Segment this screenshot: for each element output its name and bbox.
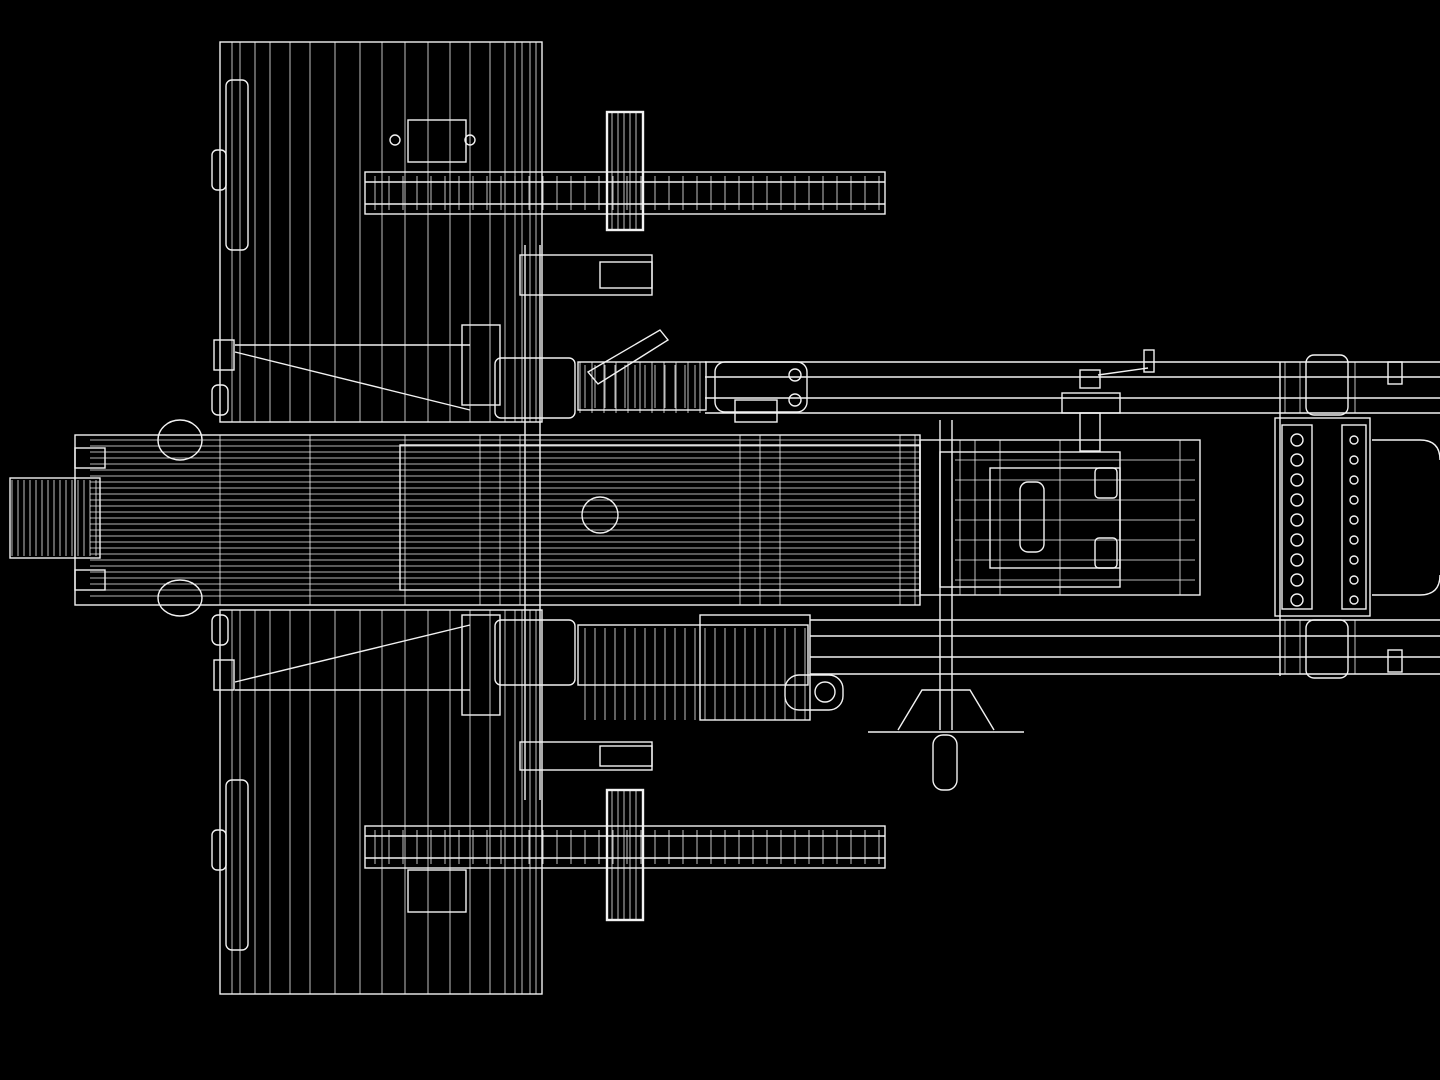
upper-axle-arm (364, 110, 886, 296)
trail-spreader-block (1274, 354, 1440, 679)
upper-wheel-panel (211, 41, 543, 423)
lower-axle-arm (364, 741, 886, 922)
lower-trail-leg (810, 619, 1440, 675)
main-barrel (9, 419, 921, 617)
breech-assembly (868, 420, 1201, 791)
cradle-mechanism (234, 245, 844, 800)
upper-trail-leg (579, 349, 1440, 452)
